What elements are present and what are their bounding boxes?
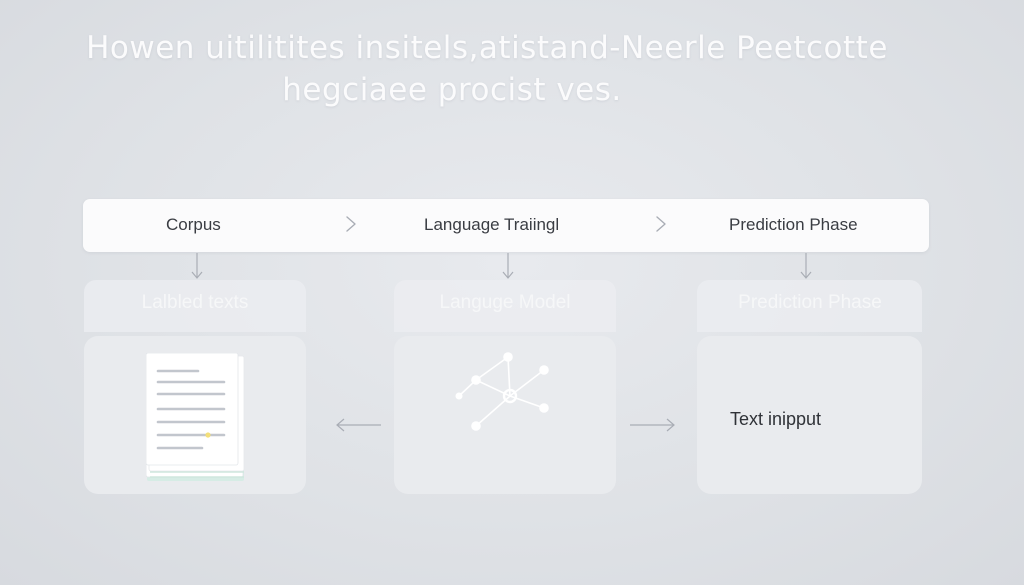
stage-label-training: Language Traiingl bbox=[424, 215, 560, 234]
chevron-right-icon bbox=[346, 216, 356, 232]
diagram-title-line-2: hegciaee procist ves. bbox=[282, 72, 622, 108]
arrow-down-icon bbox=[191, 253, 203, 279]
stage-label-prediction: Prediction Phase bbox=[729, 215, 858, 234]
text-input-label: Text inipput bbox=[730, 409, 822, 429]
diagram-title-line-1: Howen uitilitites insitels,atistand-Neer… bbox=[86, 30, 888, 66]
arrow-down-icon bbox=[800, 253, 812, 279]
panel-body-prediction-phase bbox=[697, 336, 922, 494]
panel-title-labeled-texts: Lalbled texts bbox=[141, 292, 249, 313]
stage-bar: Corpus Language Traiingl Prediction Phas… bbox=[83, 199, 929, 252]
arrow-right-icon bbox=[630, 418, 675, 432]
arrow-down-icon bbox=[502, 253, 514, 279]
panel-title-prediction-phase: Prediction Phase bbox=[738, 292, 882, 313]
panel-header-language-model bbox=[394, 280, 616, 332]
network-graph-icon bbox=[455, 352, 549, 431]
panel-header-prediction-phase bbox=[697, 280, 922, 332]
panel-title-language-model: Languge Model bbox=[439, 292, 571, 313]
panel-header-labeled-texts bbox=[84, 280, 306, 332]
stage-label-corpus: Corpus bbox=[166, 215, 221, 234]
arrow-left-icon bbox=[336, 418, 381, 432]
chevron-right-icon bbox=[656, 216, 666, 232]
document-stack-icon bbox=[146, 353, 245, 481]
panel-body-language-model bbox=[394, 336, 616, 494]
